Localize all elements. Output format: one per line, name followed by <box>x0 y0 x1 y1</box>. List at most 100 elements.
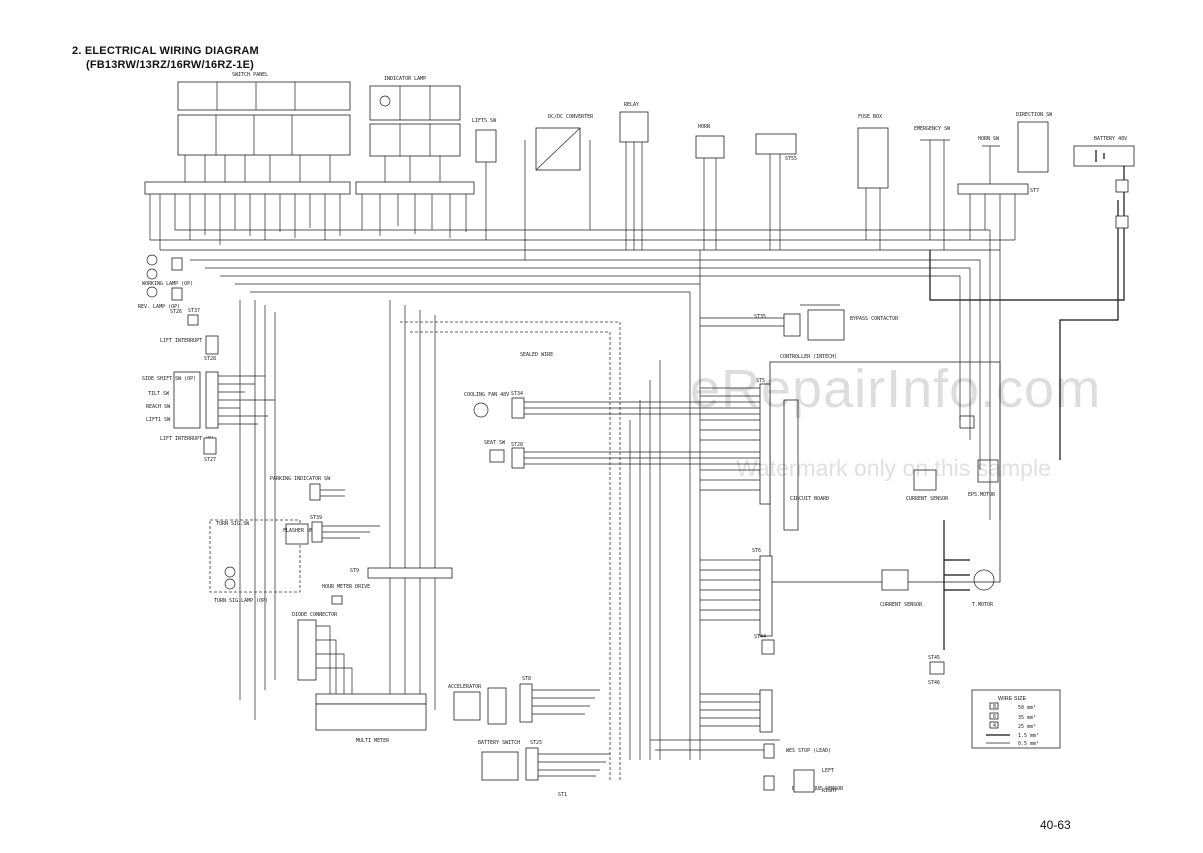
svg-text:SEAT SW: SEAT SW <box>484 440 506 446</box>
svg-text:ST5: ST5 <box>756 378 765 384</box>
svg-text:ST46: ST46 <box>928 680 940 686</box>
working-lamp: WORKING LAMP (OP) <box>142 254 193 287</box>
svg-text:35 mm²: 35 mm² <box>1018 715 1036 721</box>
svg-text:EPS TORQUE SENSOR: EPS TORQUE SENSOR <box>792 786 844 792</box>
turn-signal-group: TURN SIG.SW FLASHER UNIT TURN SIG.LAMP (… <box>209 515 380 604</box>
svg-text:ACCELERATOR: ACCELERATOR <box>448 684 482 690</box>
svg-text:EPS.MOTOR: EPS.MOTOR <box>968 492 996 498</box>
switch-panel-top <box>177 81 351 111</box>
svg-text:HOUR METER DRIVE: HOUR METER DRIVE <box>322 584 370 590</box>
lift-interrupt-b: LIFT INTERRUPT (B) ST27 <box>160 436 217 463</box>
svg-text:ST25: ST25 <box>530 740 542 746</box>
svg-text:ST27: ST27 <box>204 457 216 463</box>
battery-switch: BATTERY SWITCH ST25 ST1 <box>478 740 610 798</box>
parking-indicator-switch: PARKING INDICATOR SW <box>270 476 345 501</box>
diode-connector: DIODE CONNECTOR <box>292 612 353 694</box>
svg-text:0.5 mm²: 0.5 mm² <box>1018 741 1039 747</box>
svg-text:8: 8 <box>993 704 996 710</box>
indicator-lamp-bottom <box>369 123 461 157</box>
svg-text:DIRECTION SW: DIRECTION SW <box>1016 112 1053 118</box>
svg-text:HORN SW: HORN SW <box>978 136 1000 142</box>
cooling-fan: COOLING FAN 48V ST34 <box>464 391 760 419</box>
svg-text:25 mm²: 25 mm² <box>1018 724 1036 730</box>
svg-text:ST37: ST37 <box>188 308 200 314</box>
wire-size-title: WIRE SIZE <box>998 696 1026 702</box>
st9-connector: ST9 <box>350 567 453 579</box>
svg-text:ST44: ST44 <box>754 634 766 640</box>
connector-row <box>144 155 475 250</box>
lower-harness: WES STOP (LEAD) EPS TORQUE SENSOR LEFT R… <box>650 689 844 794</box>
svg-text:LIFT INTERRUPT (B): LIFT INTERRUPT (B) <box>160 436 214 442</box>
svg-text:REACH SW: REACH SW <box>146 404 171 410</box>
svg-text:1.5 mm²: 1.5 mm² <box>1018 733 1039 739</box>
svg-text:LIFT1 SW: LIFT1 SW <box>146 417 171 423</box>
multi-meter: MULTI METER <box>315 693 427 744</box>
svg-text:WORKING LAMP (OP): WORKING LAMP (OP) <box>142 281 193 287</box>
svg-text:ST6: ST6 <box>752 548 761 554</box>
horn-switch: HORN SW <box>978 136 1000 190</box>
rev-lamp: REV. LAMP (OP) ST26 <box>138 286 183 315</box>
svg-text:LIFTS SW: LIFTS SW <box>472 118 497 124</box>
svg-text:CONTROLLER (INTECH): CONTROLLER (INTECH) <box>780 354 837 360</box>
svg-text:SEALED WIRE: SEALED WIRE <box>520 352 553 358</box>
svg-text:ST9: ST9 <box>350 568 359 574</box>
svg-text:FLASHER UNIT: FLASHER UNIT <box>283 528 319 534</box>
lift-switch-block: SIDE SHIFT SW (OP) TILT SW REACH SW LIFT… <box>142 371 275 429</box>
svg-text:6: 6 <box>993 714 996 720</box>
svg-text:TILT SW: TILT SW <box>148 391 170 397</box>
emergency-switch: EMERGENCY SW <box>914 126 951 250</box>
svg-text:ST1: ST1 <box>558 792 567 798</box>
parking-icon <box>379 95 391 107</box>
switch-panel-bottom <box>177 114 351 156</box>
switch-panel: SWITCH PANEL <box>177 72 351 156</box>
svg-text:PARKING INDICATOR SW: PARKING INDICATOR SW <box>270 476 331 482</box>
svg-text:LIFT INTERRUPT (A): LIFT INTERRUPT (A) <box>160 338 214 344</box>
title-line-2: (FB13RW/13RZ/16RW/16RZ-1E) <box>86 59 254 71</box>
svg-text:FUSE BOX: FUSE BOX <box>858 114 882 120</box>
page-number: 40-63 <box>1040 818 1071 832</box>
svg-text:ST28: ST28 <box>511 442 523 448</box>
svg-text:BYPASS CONTACTOR: BYPASS CONTACTOR <box>850 316 899 322</box>
eps-motor: EPS.MOTOR <box>968 459 999 498</box>
svg-text:CURRENT SENSOR: CURRENT SENSOR <box>880 602 923 608</box>
svg-text:BATTERY 48V: BATTERY 48V <box>1094 136 1127 142</box>
dcdc-converter: DC/DC CONVERTER <box>524 114 594 260</box>
svg-text:LEFT: LEFT <box>822 768 834 774</box>
st6-connector: ST6 <box>700 548 773 637</box>
svg-text:DC/DC CONVERTER: DC/DC CONVERTER <box>548 114 594 120</box>
svg-text:REV. LAMP (OP): REV. LAMP (OP) <box>138 304 180 310</box>
sealed-wire-harness: SEALED WIRE <box>400 321 621 780</box>
indicator-lamp-top <box>369 85 461 121</box>
seat-switch: SEAT SW ST28 <box>484 440 760 469</box>
battery: BATTERY 48V <box>929 136 1135 460</box>
bypass-contactor: ST35 BYPASS CONTACTOR <box>700 304 899 341</box>
svg-text:ST8: ST8 <box>522 676 531 682</box>
watermark-main: eRepairInfo.com <box>690 359 1102 419</box>
svg-text:ST34: ST34 <box>511 391 523 397</box>
indicator-lamp-label: INDICATOR LAMP <box>384 76 426 82</box>
svg-text:ST26: ST26 <box>170 309 182 315</box>
st44-connector: ST44 ST45 ST46 <box>754 634 945 686</box>
svg-text:TURN SIG.LAMP (OP): TURN SIG.LAMP (OP) <box>214 598 268 604</box>
svg-text:TURN SIG.SW: TURN SIG.SW <box>216 521 250 527</box>
accelerator: ACCELERATOR ST8 <box>448 676 600 725</box>
svg-text:ST39: ST39 <box>310 515 322 521</box>
svg-text:WES STOP (LEAD): WES STOP (LEAD) <box>786 748 831 754</box>
svg-text:DIODE CONNECTOR: DIODE CONNECTOR <box>292 612 338 618</box>
svg-text:COOLING FAN 48V: COOLING FAN 48V <box>464 392 509 398</box>
svg-text:CURRENT SENSOR: CURRENT SENSOR <box>906 496 949 502</box>
svg-text:BATTERY SWITCH: BATTERY SWITCH <box>478 740 520 746</box>
horn: HORN <box>695 124 725 250</box>
svg-text:RELAY: RELAY <box>624 102 639 108</box>
svg-text:ST7: ST7 <box>1030 188 1039 194</box>
svg-text:HORN: HORN <box>698 124 710 130</box>
svg-text:SIDE SHIFT SW (OP): SIDE SHIFT SW (OP) <box>142 376 196 382</box>
direction-switch: DIRECTION SW ST7 <box>957 112 1053 250</box>
title-line-1: 2. ELECTRICAL WIRING DIAGRAM <box>72 45 259 57</box>
svg-text:MULTI METER: MULTI METER <box>356 738 390 744</box>
indicator-lamp: INDICATOR LAMP <box>369 76 461 157</box>
svg-text:ST28: ST28 <box>204 356 216 362</box>
svg-text:T.MOTOR: T.MOTOR <box>972 602 994 608</box>
watermark-sub: Watermark only on this sample <box>736 455 1051 481</box>
